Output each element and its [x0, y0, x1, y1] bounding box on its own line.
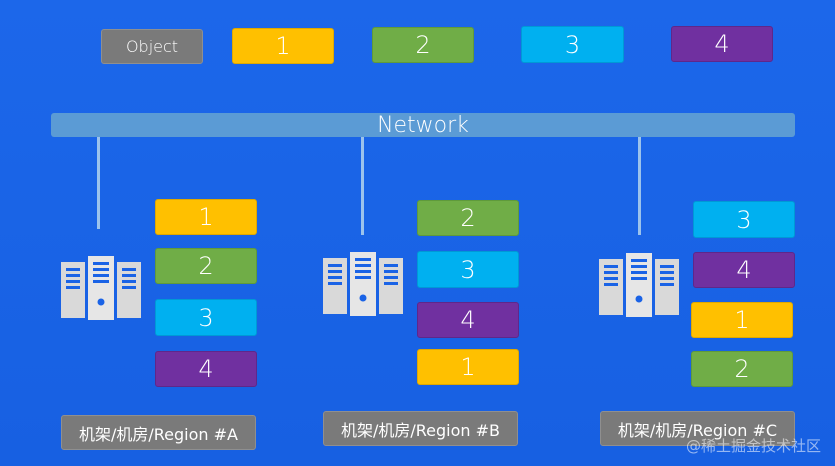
- object-label: Object: [101, 29, 203, 64]
- connector-region-c: [638, 137, 641, 235]
- replica-c-2: 4: [693, 252, 795, 288]
- replica-b-1: 2: [417, 200, 519, 236]
- replica-b-3: 4: [417, 302, 519, 338]
- connector-region-a: [97, 137, 100, 229]
- replica-c-3: 1: [691, 302, 793, 338]
- region-label-c: 机架/机房/Region #C: [600, 411, 795, 446]
- replica-c-4: 2: [691, 351, 793, 387]
- replica-a-1: 1: [155, 199, 257, 235]
- replica-a-3: 3: [155, 299, 257, 336]
- object-block-1: 1: [232, 28, 334, 64]
- object-block-3: 3: [521, 26, 624, 63]
- watermark-text: @稀土掘金技术社区: [685, 437, 821, 455]
- region-label-b: 机架/机房/Region #B: [323, 411, 518, 446]
- replica-c-1: 3: [693, 201, 795, 238]
- object-block-4: 4: [671, 26, 773, 62]
- object-block-2: 2: [372, 27, 474, 63]
- connector-region-b: [361, 137, 364, 235]
- region-label-a: 机架/机房/Region #A: [61, 415, 256, 450]
- replica-b-4: 1: [417, 349, 519, 385]
- replica-a-4: 4: [155, 351, 257, 387]
- replica-a-2: 2: [155, 248, 257, 284]
- server-icon-region-a: [61, 256, 141, 320]
- server-icon-region-c: [599, 253, 679, 317]
- server-icon-region-b: [323, 252, 403, 316]
- network-bar: Network: [51, 113, 795, 138]
- replica-b-2: 3: [417, 251, 519, 288]
